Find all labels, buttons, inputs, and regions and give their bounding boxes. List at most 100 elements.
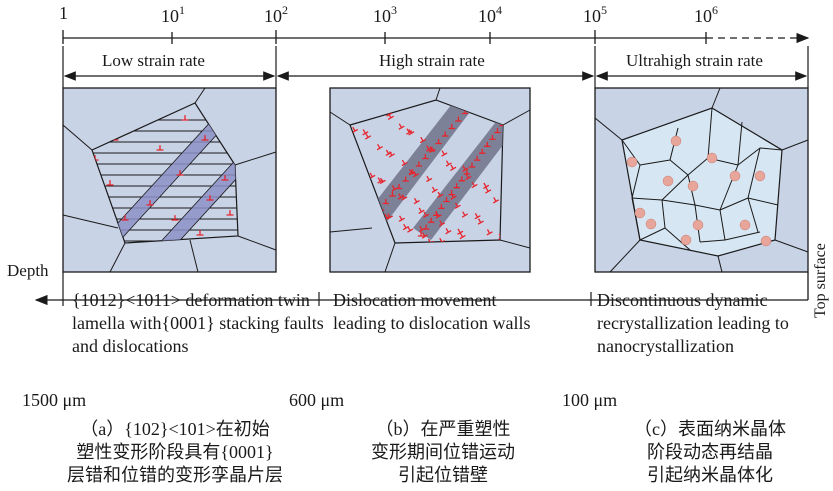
- zone-ranges: [62, 46, 809, 88]
- recrystallized-grain: [634, 207, 646, 219]
- panel-b-illustration: [329, 87, 531, 273]
- recrystallized-grain: [645, 218, 657, 230]
- recrystallized-grain: [662, 175, 674, 187]
- strain-tick-1e3: 103: [373, 3, 397, 26]
- dislocation-symbol: [401, 159, 408, 167]
- dislocation-symbol: [474, 213, 481, 220]
- dislocation-symbol: [376, 143, 383, 151]
- caption-b-line-1: （b）在严重塑性: [375, 419, 511, 439]
- grain-boundary: [661, 174, 689, 201]
- dislocation-symbol: [428, 146, 436, 152]
- dislocation-symbol: [479, 148, 486, 154]
- dislocation-symbol: [486, 229, 493, 236]
- dislocation-symbol: [454, 202, 461, 209]
- depth-label: Depth: [7, 261, 49, 280]
- dislocation-symbol: [201, 135, 209, 141]
- dislocation-symbol: [431, 186, 438, 193]
- dislocation-symbol: [445, 227, 452, 235]
- dislocation-symbol: [457, 228, 464, 235]
- dislocation-symbol: [402, 176, 409, 182]
- caption-b-line-3: 引起位错壁: [398, 465, 488, 485]
- grain-boundary: [694, 204, 721, 211]
- grain-boundary: [737, 147, 761, 166]
- dislocation-symbol: [369, 172, 376, 180]
- caption-c-line-1: （c）表面纳米晶体: [634, 419, 786, 439]
- grain-boundary: [631, 197, 663, 201]
- dislocation-symbol: [401, 194, 408, 201]
- panel-b-description: Dislocation movement leading to dislocat…: [333, 290, 531, 333]
- dislocation-symbol: [484, 141, 491, 147]
- grain-boundary: [639, 159, 671, 166]
- dislocation-symbol: [176, 170, 184, 176]
- dislocation-symbol: [465, 173, 472, 181]
- grain-boundary: [719, 209, 726, 241]
- dislocation-symbol: [395, 184, 403, 190]
- zone-label-low: Low strain rate: [96, 51, 211, 71]
- dislocation-symbol: [362, 129, 369, 136]
- dislocation-symbol: [413, 197, 420, 205]
- dislocation-symbol: [453, 183, 460, 189]
- dislocation-symbol: [437, 191, 444, 199]
- caption-c-line-3: 引起纳米晶体化: [647, 465, 773, 485]
- dislocation-symbol: [448, 124, 455, 130]
- recrystallized-grain: [729, 170, 741, 182]
- dislocation-symbol: [379, 177, 386, 185]
- dislocation-symbol: [156, 145, 164, 151]
- grain-boundary: [724, 231, 761, 241]
- caption-a: （a）{102}<101>在初始 塑性变形阶段具有{0001} 层错和位错的变形…: [30, 418, 320, 487]
- dislocation-symbol: [423, 211, 430, 218]
- caption-c-line-2: 阶段动态再结晶: [647, 442, 773, 462]
- dislocation-symbol: [389, 191, 396, 197]
- dislocation-symbol: [121, 215, 129, 221]
- panel-c-illustration: [594, 87, 809, 273]
- grain-boundary: [669, 159, 689, 176]
- grain-boundary: [747, 147, 761, 199]
- strain-rate-axis: [62, 30, 810, 44]
- grain-boundary: [687, 157, 709, 176]
- dislocation-symbol: [387, 113, 394, 120]
- dislocation-symbol: [433, 210, 440, 216]
- dislocation-symbol: [398, 215, 405, 222]
- dislocation-symbol: [206, 195, 214, 201]
- dislocation-symbol: [409, 169, 416, 175]
- grain-boundary: [699, 239, 726, 243]
- caption-a-line-3: 层错和位错的变形孪晶片层: [67, 465, 283, 485]
- dislocation-symbol: [435, 139, 442, 145]
- zone-label-high: High strain rate: [373, 51, 491, 71]
- caption-a-line-1: （a）{102}<101>在初始: [80, 419, 270, 439]
- dislocation-symbol: [196, 230, 204, 236]
- grain-boundary: [707, 107, 713, 159]
- strain-tick-1e4: 104: [478, 3, 502, 26]
- dislocation-symbol: [489, 134, 496, 141]
- dislocation-symbol: [418, 207, 425, 214]
- dislocation-symbol: [419, 136, 427, 144]
- depth-tick-1500: 1500 μm: [22, 390, 87, 410]
- grain-boundary: [759, 147, 783, 151]
- dislocation-symbol: [492, 197, 500, 204]
- dislocation-symbol: [171, 215, 179, 221]
- dislocation-symbol: [428, 217, 435, 223]
- top-surface-label: Top surface: [812, 243, 829, 318]
- dislocation-symbol: [408, 129, 415, 136]
- dislocation-symbol: [450, 164, 457, 171]
- depth-tick-100: 100 μm: [562, 390, 618, 410]
- dislocation-symbol: [351, 126, 359, 134]
- recrystallized-grain: [680, 234, 692, 246]
- panel-c-description: Discontinuous dynamic recrystallization …: [597, 290, 789, 356]
- dislocation-symbol: [455, 116, 462, 122]
- strain-tick-1e6: 106: [694, 3, 718, 26]
- recrystallized-grain: [626, 156, 638, 168]
- dislocation-symbol: [462, 165, 469, 172]
- dislocation-symbol: [477, 218, 484, 225]
- caption-b-line-2: 变形期间位错运动: [371, 442, 515, 462]
- dislocation-symbol: [382, 199, 389, 205]
- grain-boundary: [661, 199, 666, 229]
- dislocation-symbol: [146, 200, 154, 206]
- dislocation-symbol: [417, 231, 425, 237]
- grain-boundary: [639, 227, 666, 241]
- dislocation-symbol: [463, 169, 471, 175]
- grain-boundary: [747, 197, 779, 206]
- dislocation-symbol: [471, 181, 478, 189]
